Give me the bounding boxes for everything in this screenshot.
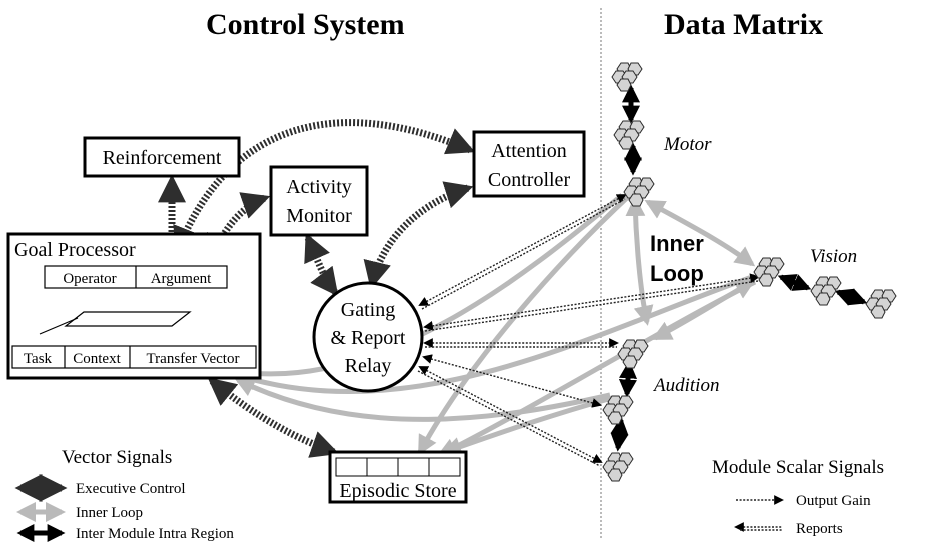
goal-processor-node: Goal Processor Operator Argument Task Co… — [6, 232, 262, 380]
vision-cluster-middle — [810, 276, 842, 306]
vector-legend-title: Vector Signals — [62, 447, 172, 468]
motor-cluster-top — [611, 62, 643, 92]
attention-controller-node: Attention Controller — [472, 130, 586, 198]
vision-cluster-right — [865, 289, 897, 319]
gain-bottom-module-2 — [417, 370, 601, 467]
activity-monitor-label-line1: Activity — [286, 176, 352, 198]
vision-link-1 — [777, 274, 812, 291]
activity-monitor-label-line2: Monitor — [286, 205, 352, 227]
inner-loop-motor-vision — [644, 199, 756, 267]
scalar-signal-arrows — [417, 194, 760, 467]
argument-label: Argument — [151, 271, 212, 287]
inner-loop-label-line1: Inner — [650, 231, 704, 256]
audition-link-1 — [618, 360, 638, 398]
attention-controller-label-line2: Controller — [488, 169, 571, 191]
reinforcement-node: Reinforcement — [83, 136, 241, 178]
attention-controller-label-line1: Attention — [491, 140, 567, 162]
vision-label: Vision — [810, 246, 857, 267]
exec-goal-attention — [173, 119, 476, 256]
gating-relay-node: Gating & Report Relay — [312, 281, 424, 393]
operator-label: Operator — [63, 271, 116, 287]
gating-relay-line3: Relay — [345, 355, 392, 377]
vision-cluster-left — [753, 257, 785, 287]
gain-motor-2 — [421, 198, 626, 310]
inter-module-arrows — [610, 84, 868, 452]
vector-signals-legend: Vector Signals Executive Control Inner L… — [14, 447, 234, 542]
motor-label: Motor — [663, 134, 712, 155]
control-system-title: Control System — [206, 8, 405, 41]
gain-bottom-module — [418, 366, 603, 463]
audition-cluster-bottom — [602, 452, 634, 482]
data-matrix-title: Data Matrix — [664, 8, 823, 41]
module-clusters — [602, 62, 897, 482]
context-label: Context — [73, 351, 121, 367]
reinforcement-label: Reinforcement — [103, 147, 222, 169]
exec-activity-relay — [304, 232, 339, 297]
task-label: Task — [24, 351, 53, 367]
inner-loop-vision-episodic — [436, 279, 757, 458]
exec-attention-relay — [363, 181, 474, 290]
transfer-vector-label: Transfer Vector — [147, 351, 240, 367]
audition-cluster-top — [617, 339, 649, 369]
vision-link-2 — [834, 288, 868, 306]
inner-loop-legend-label: Inner Loop — [76, 505, 143, 521]
goal-processor-title: Goal Processor — [14, 239, 136, 261]
gating-relay-line1: Gating — [341, 299, 395, 321]
exec-goal-episodic — [207, 377, 340, 458]
gain-motor — [418, 194, 627, 306]
activity-monitor-node: Activity Monitor — [269, 165, 369, 237]
audition-label: Audition — [652, 375, 719, 396]
gating-relay-line2: & Report — [331, 327, 406, 349]
scalar-signals-legend: Module Scalar Signals Output Gain Report… — [712, 457, 884, 537]
inner-loop-label-line2: Loop — [650, 261, 704, 286]
inter-module-legend-label: Inter Module Intra Region — [76, 526, 234, 542]
goal-plane — [64, 311, 192, 327]
inner-loop-motor-audition — [625, 196, 654, 326]
motor-cluster-middle — [613, 120, 645, 150]
episodic-store-node: Episodic Store — [328, 450, 468, 504]
scalar-legend-title: Module Scalar Signals — [712, 457, 884, 478]
plane-connector — [39, 317, 79, 335]
episodic-store-label: Episodic Store — [339, 480, 456, 502]
executive-control-legend-label: Executive Control — [76, 481, 186, 497]
audition-link-2 — [610, 416, 629, 452]
output-gain-legend-label: Output Gain — [796, 493, 871, 509]
reports-legend-label: Reports — [796, 521, 843, 537]
